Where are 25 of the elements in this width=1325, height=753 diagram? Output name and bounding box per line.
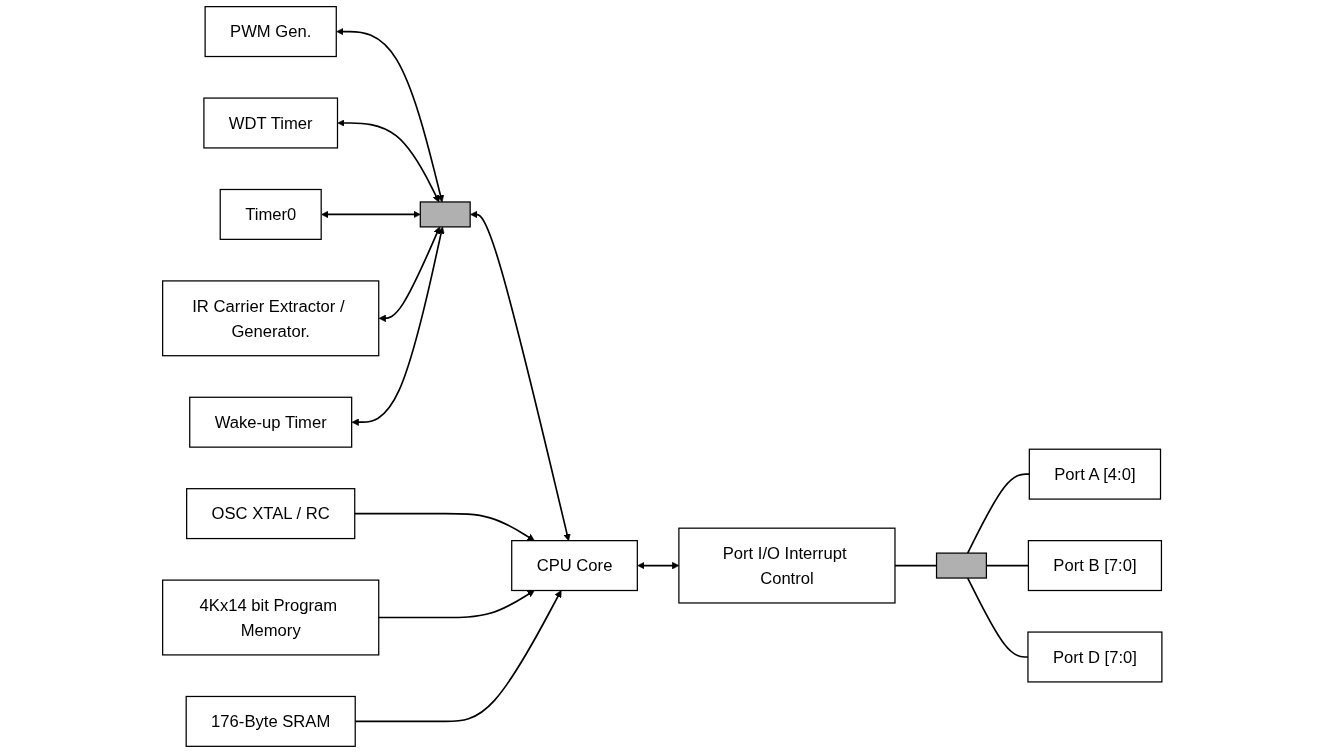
- node-box: Port A [4:0]: [1028, 448, 1162, 500]
- node-bar: [419, 201, 471, 228]
- node-box: CPU Core: [511, 540, 639, 592]
- node-box: IR Carrier Extractor / Generator.: [162, 280, 380, 357]
- node-bar: [936, 552, 988, 579]
- connector: [967, 577, 1029, 658]
- node-box: Wake-up Timer: [189, 396, 353, 448]
- arrow: [470, 210, 571, 541]
- arrow: [351, 226, 445, 426]
- arrow: [378, 226, 441, 322]
- arrow: [378, 590, 535, 619]
- node-box: PWM Gen.: [204, 6, 338, 58]
- node-box: Port B [7:0]: [1028, 540, 1163, 592]
- node-box: Port D [7:0]: [1027, 631, 1163, 683]
- arrow: [354, 512, 535, 541]
- arrow: [337, 119, 440, 203]
- node-box: Port I/O Interrupt Control: [678, 527, 896, 604]
- node-box: Timer0: [219, 188, 323, 240]
- arrow: [321, 210, 421, 219]
- node-box: WDT Timer: [203, 97, 339, 149]
- node-box: 176-Byte SRAM: [185, 695, 357, 747]
- arrow: [637, 561, 680, 570]
- node-box: 4Kx14 bit Program Memory: [162, 579, 380, 656]
- arrow: [336, 27, 445, 203]
- node-box: OSC XTAL / RC: [186, 488, 356, 540]
